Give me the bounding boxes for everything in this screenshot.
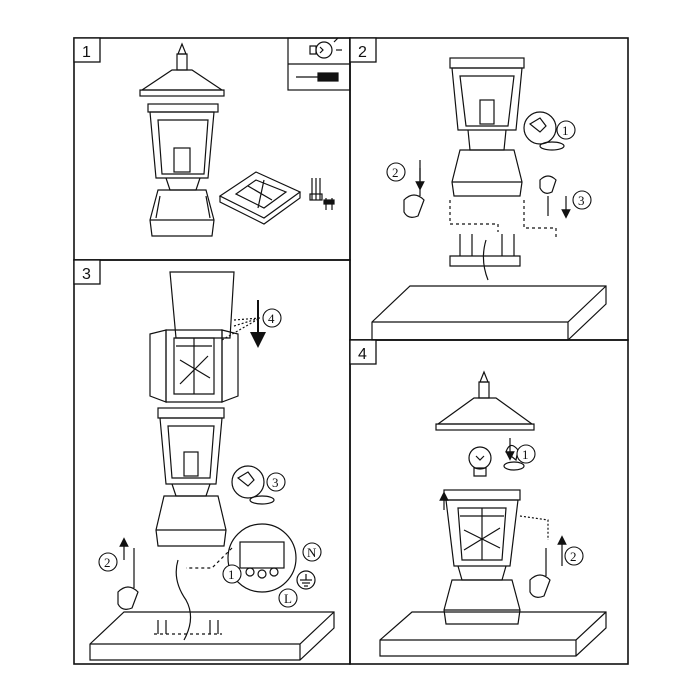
p3-step-3: 3 xyxy=(272,475,279,490)
lamp-body-p4 xyxy=(443,489,521,625)
lamp-body-p2 xyxy=(449,57,525,197)
screwdriver-icon xyxy=(296,72,339,82)
panel-1-number: 1 xyxy=(82,44,91,61)
screws xyxy=(309,178,335,210)
pillar-block-p3 xyxy=(89,611,335,661)
mounting-bracket xyxy=(449,234,521,281)
hand-icon-p2-1 xyxy=(523,111,565,151)
lamp-roof xyxy=(139,42,225,97)
panel-3-frame xyxy=(73,259,351,665)
glass-panel-top xyxy=(218,171,302,225)
panel-4-contents xyxy=(379,370,607,657)
lamp-roof-p4 xyxy=(435,370,535,431)
panel-2-number: 2 xyxy=(358,44,367,61)
pillar-block-p4 xyxy=(379,611,607,657)
hand-icon-p3-3 xyxy=(231,465,275,505)
panel-3-contents xyxy=(89,271,335,661)
panel-1-frame xyxy=(73,37,351,261)
hand-icon-p2-3 xyxy=(539,175,557,216)
panel-2-contents xyxy=(371,57,607,341)
p3-wire-n: N xyxy=(307,545,317,560)
hand-icon-p3-2 xyxy=(117,548,139,610)
p4-step-2: 2 xyxy=(570,549,577,564)
p2-step-3: 3 xyxy=(578,193,585,208)
hand-icon-p2-2 xyxy=(403,160,425,218)
hand-icon-p4-2 xyxy=(529,548,551,598)
panel-4-number: 4 xyxy=(358,346,367,363)
lamp-body xyxy=(147,103,219,237)
panel-1-contents xyxy=(139,37,351,237)
p4-step-1: 1 xyxy=(522,447,529,462)
light-bulb-icon xyxy=(309,37,342,59)
ground-symbol-icon xyxy=(296,570,316,590)
p2-step-2: 2 xyxy=(392,165,399,180)
panel-3-number: 3 xyxy=(82,266,91,283)
p2-step-1: 1 xyxy=(562,123,569,138)
panel-2-frame xyxy=(349,37,629,341)
lamp-body-p3 xyxy=(155,407,227,547)
glass-frame-p3 xyxy=(149,329,239,403)
pillar-block-p2 xyxy=(371,285,607,341)
p3-step-4: 4 xyxy=(268,311,275,326)
p3-wire-l: L xyxy=(284,591,292,606)
p3-step-2: 2 xyxy=(104,555,111,570)
glass-pane-p3 xyxy=(169,271,235,339)
p3-step-1: 1 xyxy=(228,567,235,582)
light-bulb-icon-p4 xyxy=(468,446,492,477)
terminal-block-zoom xyxy=(186,523,297,593)
